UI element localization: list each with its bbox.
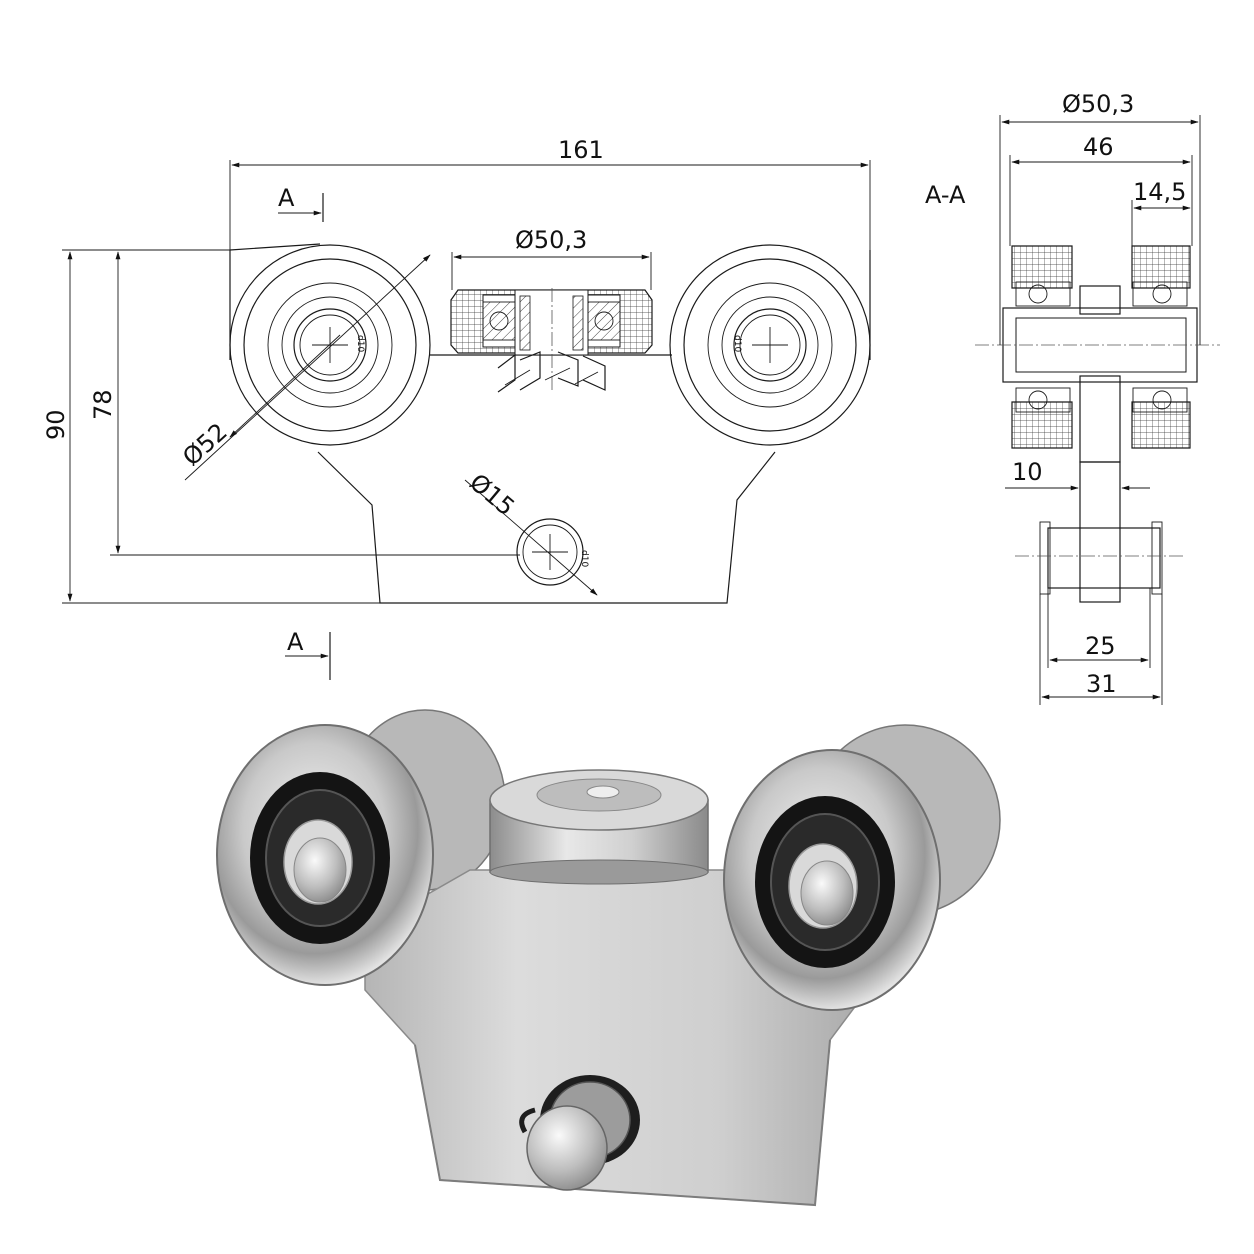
- section-mark-top: A: [278, 184, 295, 212]
- dim-web-thickness: 10: [1012, 458, 1043, 486]
- section-mark-bottom: A: [287, 628, 304, 656]
- dim-wheel-width: 46: [1083, 133, 1114, 161]
- dim-overall-width: 31: [1086, 670, 1117, 698]
- left-wheel: [216, 724, 434, 986]
- dim-outer-diameter: Ø50,3: [1062, 90, 1134, 118]
- left-circlip-label: d10: [355, 335, 365, 352]
- pin-outline: d10: [516, 518, 589, 586]
- dim-height-78: 78: [89, 389, 117, 420]
- center-wheel-section: [450, 288, 653, 393]
- right-wheel-outline: d10: [669, 244, 871, 446]
- carriage-body-outline: [229, 243, 871, 604]
- dim-center-wheel-diameter: Ø50,3: [515, 226, 587, 254]
- right-wheel: [723, 749, 941, 1011]
- dim-height-90: 90: [42, 409, 70, 440]
- section-view: A-A Ø50,3 46: [925, 90, 1220, 705]
- dim-width-161: 161: [558, 136, 604, 164]
- dim-pin-diameter: Ø15: [464, 468, 520, 521]
- section-title: A-A: [925, 181, 966, 209]
- dim-wheel-diameter: Ø52: [177, 418, 232, 472]
- front-view: d10 d10: [42, 136, 871, 680]
- dim-tread-width: 14,5: [1133, 178, 1186, 206]
- left-wheel-outline: d10: [229, 244, 431, 446]
- product-render: [216, 709, 1001, 1207]
- pin-circlip-label: d10: [579, 550, 589, 567]
- right-circlip-label: d10: [732, 335, 742, 352]
- dim-pin-length: 25: [1085, 632, 1116, 660]
- center-top-wheel: [489, 769, 709, 885]
- bottom-pin: [519, 1075, 640, 1191]
